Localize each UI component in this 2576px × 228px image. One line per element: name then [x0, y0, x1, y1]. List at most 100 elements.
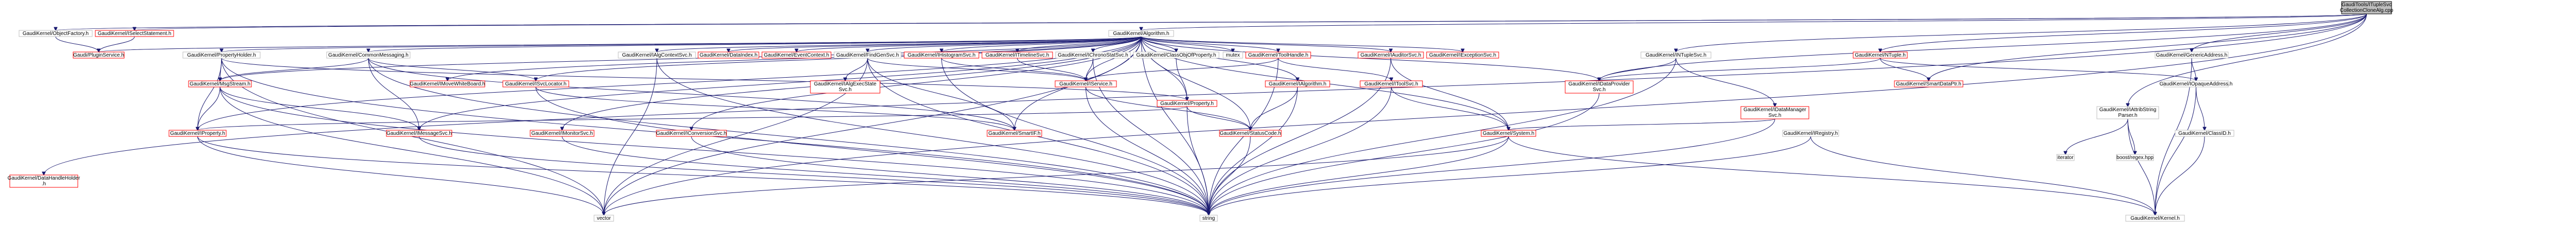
node-label: string [1202, 216, 1215, 221]
node-box [182, 51, 261, 59]
graph-node-iconversion[interactable]: GaudiKernel/IConversionSvc.h [656, 130, 727, 137]
edge-gtc-to-idataprov [1599, 13, 2367, 81]
graph-node-ialgorithm[interactable]: GaudiKernel/IAlgorithm.h [1265, 80, 1330, 87]
edge-iproperty-to-string [197, 136, 1209, 215]
graph-node-smartdataptr[interactable]: GaudiKernel/SmartDataPtr.h [1894, 80, 1963, 87]
graph-node-objf[interactable]: GaudiKernel/ObjectFactory.h [19, 30, 93, 37]
graph-node-iopaque[interactable]: GaudiKernel/IOpaqueAddress.h [2160, 80, 2233, 87]
node-box [2056, 154, 2075, 161]
graph-node-ichrono[interactable]: GaudiKernel/IChronoStatSvc.h [1055, 51, 1131, 59]
node-label: GaudiKernel/FindGenSvc.h [836, 52, 899, 58]
graph-node-classobj[interactable]: GaudiKernel/ClassObjOfProperty.h [1133, 51, 1219, 59]
graph-node-iproperty[interactable]: GaudiKernel/IProperty.h [168, 130, 227, 137]
graph-node-itoolsvc[interactable]: GaudiKernel/IToolSvc.h [1360, 80, 1423, 87]
node-box [9, 174, 78, 188]
node-box [2116, 154, 2154, 161]
edge-ntuple-to-idataprov [1599, 58, 1880, 81]
edge-gtc-to-intuple [1676, 13, 2367, 52]
graph-node-toolhandle[interactable]: GaudiKernel/ToolHandle.h [1245, 51, 1311, 59]
edge-itoolsvc-to-string [1209, 86, 1392, 215]
graph-node-isvclocator[interactable]: GaudiKernel/ISvcLocator.h [502, 80, 569, 87]
edge-algo-to-ihistogram [942, 36, 1142, 52]
graph-node-system[interactable]: GaudiKernel/System.h [1481, 130, 1536, 137]
node-label: GaudiKernel/CommonMessaging.h [328, 52, 409, 58]
node-box [1265, 80, 1330, 87]
graph-node-ialgctx[interactable]: GaudiKernel/IAlgContextSvc.h [618, 51, 696, 59]
graph-node-commonmsg[interactable]: GaudiKernel/CommonMessaging.h [326, 51, 411, 59]
graph-node-kernel[interactable]: GaudiKernel/Kernel.h [2125, 215, 2185, 222]
node-label: GaudiKernel/SmartDataPtr.h [1896, 81, 1961, 87]
node-label: GaudiKernel/Algorithm.h [1113, 31, 1170, 37]
graph-node-itimeline[interactable]: GaudiKernel/ITimelineSvc.h [981, 51, 1053, 59]
node-box [2175, 130, 2234, 137]
node-box [2341, 1, 2392, 14]
edge-statusc-to-string [1209, 136, 1251, 215]
graph-node-plugin[interactable]: Gaudi/PluginService.h [73, 51, 125, 59]
graph-node-gtc[interactable]: GaudiTools/ITupleSvcCollectionCloneAlg.c… [2340, 1, 2394, 14]
graph-node-imovewb[interactable]: GaudiKernel/IMoveWhiteBoard.h [410, 80, 485, 87]
edge-algo-to-iauditor [1141, 36, 1391, 52]
graph-node-prophold[interactable]: GaudiKernel/PropertyHolder.h [182, 51, 261, 59]
graph-node-iauditor[interactable]: GaudiKernel/IAuditorSvc.h [1358, 51, 1424, 59]
graph-node-ntuple[interactable]: GaudiKernel/NTuple.h [1853, 51, 1908, 59]
node-label: GaudiKernel/ToolHandle.h [1248, 52, 1309, 58]
node-box [1481, 130, 1536, 137]
edge-algo-to-vector [604, 36, 1142, 215]
graph-node-genaddr[interactable]: GaudiKernel/GenericAddress.h [2155, 51, 2229, 59]
edge-algo-to-ialgorithm [1141, 36, 1298, 81]
graph-node-datahandle[interactable]: GaudiKernel/DataHandleHolder.h [8, 174, 80, 188]
graph-node-ihistogram[interactable]: GaudiKernel/IHistogramSvc.h [904, 51, 979, 59]
node-box [326, 51, 411, 59]
graph-node-evtctx[interactable]: GaudiKernel/EventContext.h [761, 51, 832, 59]
graph-node-istate[interactable]: GaudiKernel/ISelectStatement.h [95, 30, 174, 37]
graph-node-imessage[interactable]: GaudiKernel/IMessageSvc.h [386, 130, 452, 137]
graph-node-iservice[interactable]: GaudiKernel/IService.h [1055, 80, 1117, 87]
graph-node-statusc[interactable]: GaudiKernel/StatusCode.h [1219, 130, 1282, 137]
node-label: GaudiKernel/IMessageSvc.h [386, 131, 452, 136]
edge-msgstream-to-iproperty [198, 86, 221, 130]
edge-gtc-to-genaddr [2192, 13, 2367, 52]
graph-node-dataidx[interactable]: GaudiKernel/DataIndex.h [698, 51, 759, 59]
edge-algo-to-string [1141, 36, 1209, 215]
graph-node-algo[interactable]: GaudiKernel/Algorithm.h [1108, 30, 1174, 37]
graph-node-findsvc[interactable]: GaudiKernel/FindGenSvc.h [834, 51, 902, 59]
graph-node-msgstream[interactable]: GaudiKernel/MsgStream.h [188, 80, 252, 87]
edge-intuple-to-string [1209, 58, 1676, 215]
edge-algo-to-plugin [99, 36, 1142, 52]
graph-node-imonitor[interactable]: GaudiKernel/IMonitorSvc.h [530, 130, 595, 137]
node-label: GaudiKernel/IAttribString [2099, 107, 2157, 113]
node-box [1108, 30, 1174, 37]
edge-findsvc-to-iservice [867, 58, 1086, 81]
edge-datamgr-to-system [1509, 118, 1775, 130]
node-label: GaudiKernel/Property.h [1160, 101, 1214, 107]
edge-algo-to-dataidx [728, 36, 1142, 52]
node-box [1055, 80, 1117, 87]
edge-datamgr-to-string [1209, 118, 1775, 215]
node-box [2163, 80, 2229, 87]
node-label: .h [42, 181, 46, 187]
graph-node-intuple[interactable]: GaudiKernel/INTupleSvc.h [1640, 51, 1711, 59]
edge-ialgctx-to-string [656, 58, 1209, 215]
node-label: GaudiKernel/StatusCode.h [1220, 131, 1281, 136]
node-label: Gaudi/PluginService.h [73, 52, 124, 58]
node-label: GaudiKernel/IMonitorSvc.h [531, 131, 593, 136]
graph-node-smartif[interactable]: GaudiKernel/SmartIF.h [987, 130, 1042, 137]
node-label: GaudiTools/ITupleSvc [2342, 2, 2392, 8]
edge-algo-to-isvclocator [536, 36, 1142, 81]
graph-node-iregistry[interactable]: GaudiKernel/IRegistry.h [1782, 130, 1839, 137]
graph-node-property[interactable]: GaudiKernel/Property.h [1157, 100, 1217, 107]
graph-node-iexception[interactable]: GaudiKernel/IExceptionSvc.h [1426, 51, 1499, 59]
node-label: GaudiKernel/IAlgorithm.h [1269, 81, 1327, 87]
graph-node-classid[interactable]: GaudiKernel/ClassID.h [2175, 130, 2234, 137]
edge-itimeline-to-iservice [1017, 58, 1086, 81]
node-label: GaudiKernel/DataIndex.h [700, 52, 757, 58]
edge-msgstream-to-vector [219, 86, 604, 215]
node-label: GaudiKernel/IConversionSvc.h [656, 131, 727, 136]
node-box [95, 30, 174, 37]
edge-algo-to-commonmsg [368, 36, 1142, 52]
node-box [1360, 80, 1423, 87]
